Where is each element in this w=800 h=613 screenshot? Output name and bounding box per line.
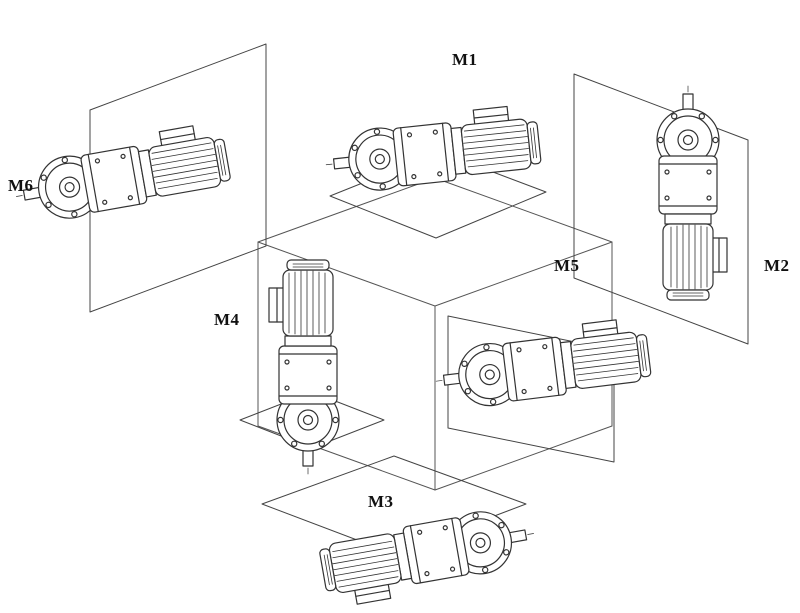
label-m1: M1 [452,50,478,69]
label-m4: M4 [214,310,240,329]
gearmotor-m5-drawing [430,315,653,413]
gearmotor-m6-drawing [9,120,234,228]
mounting-panel-m3 [261,455,527,555]
gearmotor-m3-drawing [316,502,541,610]
mounting-panel-m6 [89,43,267,313]
label-m2: M2 [764,256,790,275]
label-m6: M6 [8,176,34,195]
gearmotor-m1-drawing [321,102,543,197]
label-m5: M5 [554,256,580,275]
gearmotor-m4-drawing [268,259,340,475]
gearmotor-m2-drawing [656,85,728,301]
label-m3: M3 [368,492,394,511]
